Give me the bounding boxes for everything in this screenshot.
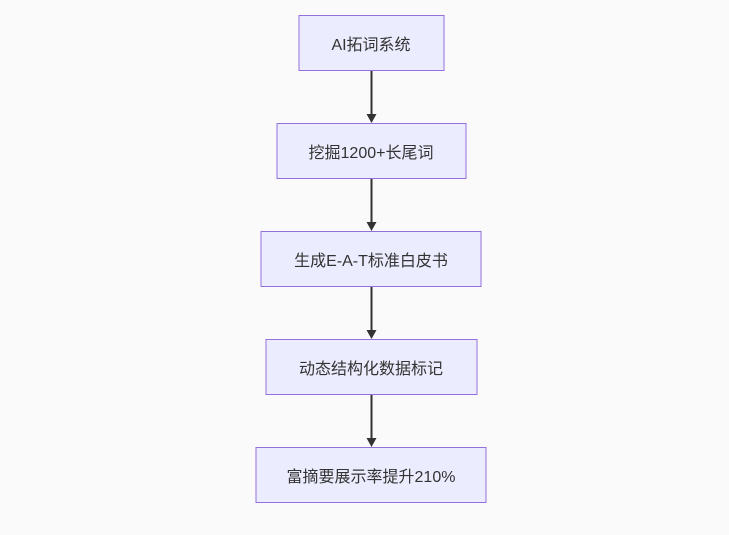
node-label: 挖掘1200+长尾词 xyxy=(308,145,434,162)
edge-step3-step4 xyxy=(366,287,376,339)
arrowhead-down-icon xyxy=(366,330,376,339)
node-label: 动态结构化数据标记 xyxy=(298,361,443,378)
arrow-line xyxy=(370,179,372,222)
arrowhead-down-icon xyxy=(366,222,376,231)
flowchart-column: AI拓词系统 挖掘1200+长尾词 生成E-A-T标准白皮书 动态结构化数据标记 xyxy=(255,15,487,503)
edge-step4-step5 xyxy=(366,395,376,447)
arrow-line xyxy=(370,287,372,330)
node-longtail-keyword-mining: 挖掘1200+长尾词 xyxy=(276,123,466,179)
edge-step1-step2 xyxy=(366,71,376,123)
node-label: 富摘要展示率提升210% xyxy=(286,469,456,486)
node-rich-snippet-rate-result: 富摘要展示率提升210% xyxy=(255,447,487,503)
arrowhead-down-icon xyxy=(366,438,376,447)
edge-step2-step3 xyxy=(366,179,376,231)
arrow-line xyxy=(370,71,372,114)
node-ai-expansion-system: AI拓词系统 xyxy=(298,15,444,71)
node-label: AI拓词系统 xyxy=(331,37,411,54)
arrowhead-down-icon xyxy=(366,114,376,123)
arrow-line xyxy=(370,395,372,438)
node-label: 生成E-A-T标准白皮书 xyxy=(294,253,448,270)
node-dynamic-structured-data-markup: 动态结构化数据标记 xyxy=(265,339,477,395)
node-eat-whitepaper: 生成E-A-T标准白皮书 xyxy=(260,231,482,287)
